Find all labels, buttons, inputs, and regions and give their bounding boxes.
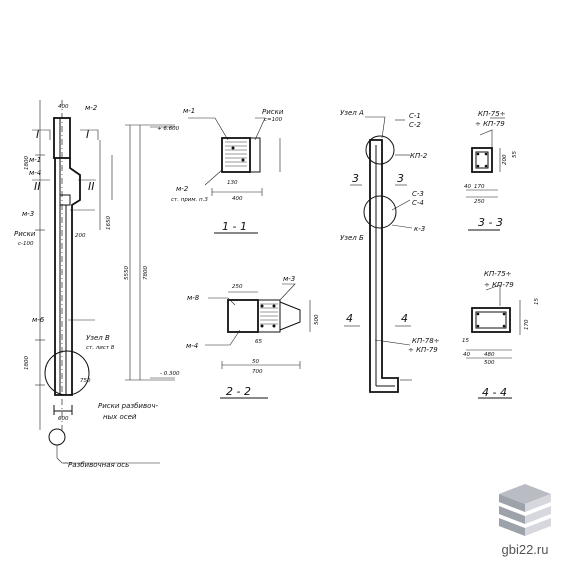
- dim-600: 600: [58, 416, 69, 422]
- s22-dim-250: 250: [232, 284, 243, 290]
- s44-dim-170: 170: [524, 319, 530, 330]
- column-elevation: [32, 100, 175, 464]
- beam-c2: С-2: [409, 121, 421, 129]
- section-4-4: [466, 284, 521, 399]
- beam-c3: С-3: [412, 190, 424, 198]
- s33-dim-170: 170: [474, 184, 485, 190]
- watermark: gbi22.ru: [485, 482, 565, 557]
- s11-m2: м-2: [176, 185, 189, 193]
- s33-kp79: ÷ КП-79: [475, 120, 505, 128]
- s11-m1: м-1: [183, 107, 195, 115]
- dim-1800-top: 1800: [24, 156, 30, 170]
- s22-dim-50: 50: [252, 359, 259, 365]
- s22-dim-65: 65: [255, 339, 262, 345]
- s33-dim-40: 40: [464, 184, 471, 190]
- dim-400: 400: [58, 104, 69, 110]
- s33-dim-250: 250: [474, 199, 485, 205]
- label-st-list8: ст. лист 8: [86, 345, 115, 351]
- beam-mark-3b: 3: [397, 172, 404, 185]
- s33-dim-55: 55: [512, 151, 518, 158]
- label-m2: м-2: [85, 104, 98, 112]
- level-top: + 6.600: [157, 126, 180, 132]
- s44-dim-500: 500: [484, 360, 495, 366]
- s11-risk: Риски: [262, 108, 284, 116]
- s22-dim-700: 700: [252, 369, 263, 375]
- dim-5550: 5550: [124, 266, 130, 280]
- stack-logo-icon: [499, 484, 551, 536]
- section-1-1: [188, 117, 281, 234]
- s11-note: ст. прим. п.3: [171, 197, 208, 203]
- section-4-4-title: 4 - 4: [482, 386, 507, 399]
- beam-c4: С-4: [412, 199, 424, 207]
- s44-dim-40: 40: [463, 352, 470, 358]
- s33-dim-200: 200: [502, 154, 508, 165]
- beam-uzel-a: Узел А: [340, 109, 364, 117]
- mark-I-left: I: [36, 128, 39, 141]
- beam-c1: С-1: [409, 112, 421, 120]
- watermark-text: gbi22.ru: [501, 542, 549, 557]
- mark-I-right: I: [86, 128, 89, 141]
- beam-k3: к-3: [414, 225, 425, 233]
- s33-kp75: КП-75÷: [478, 110, 506, 118]
- label-razb-os: Разбивочная ось: [68, 461, 129, 469]
- label-uzel-b: Узел В: [86, 334, 110, 342]
- s44-dim-15: 15: [534, 298, 540, 305]
- s22-m3: м-3: [283, 275, 295, 283]
- mark-II-right: II: [88, 180, 95, 193]
- section-1-1-title: 1 - 1: [222, 220, 247, 233]
- beam-kp78: КП-78÷: [412, 337, 440, 345]
- s22-m8: м-8: [187, 294, 200, 302]
- s44-kp79: ÷ КП-79: [484, 281, 514, 289]
- beam-mark-4b: 4: [401, 312, 408, 325]
- beam-kp2: КП-2: [410, 152, 428, 160]
- s44-dim-15: 15: [462, 338, 469, 344]
- section-2-2-title: 2 - 2: [226, 385, 251, 398]
- label-m6: м-6: [32, 316, 45, 324]
- dim-7800: 7800: [143, 266, 149, 280]
- s22-dim-500: 500: [314, 314, 320, 325]
- label-m1: м-1: [29, 156, 41, 164]
- label-risk-razb1: Риски разбивоч-: [98, 402, 158, 410]
- beam-elevation: [344, 116, 413, 393]
- label-risk: Риски: [14, 230, 36, 238]
- section-2-2: [205, 283, 311, 399]
- s44-dim-480: 480: [484, 352, 495, 358]
- beam-mark-3a: 3: [352, 172, 359, 185]
- beam-mark-4a: 4: [346, 312, 353, 325]
- s11-dim-400: 400: [232, 196, 243, 202]
- section-3-3-title: 3 - 3: [478, 216, 503, 229]
- s44-kp75: КП-75÷: [484, 270, 512, 278]
- label-m3: м-3: [22, 210, 34, 218]
- s22-m4: м-4: [186, 342, 198, 350]
- level-bottom: - 0.300: [160, 371, 180, 377]
- label-risk-razb2: ных осей: [103, 413, 137, 421]
- section-3-3: [466, 117, 505, 231]
- s11-dim-130: 130: [227, 180, 238, 186]
- dim-1800-bottom: 1800: [24, 356, 30, 370]
- beam-uzel-b: Узел Б: [340, 234, 364, 242]
- mark-II-left: II: [34, 180, 41, 193]
- dim-750: 750: [80, 378, 91, 384]
- label-risk-step: с-100: [18, 241, 34, 247]
- dim-1650: 1650: [106, 216, 112, 230]
- label-m4: м-4: [29, 169, 41, 177]
- beam-kp79: ÷ КП-79: [408, 346, 438, 354]
- s11-risk-step: с=100: [264, 117, 283, 123]
- dim-200: 200: [75, 233, 86, 239]
